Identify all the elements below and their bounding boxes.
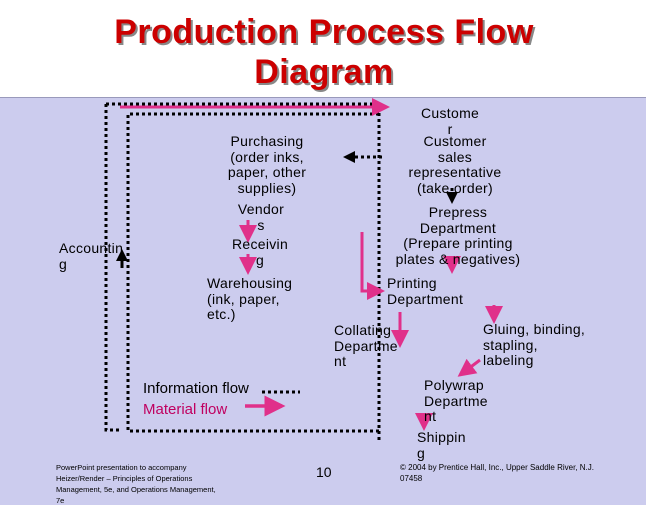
footer-credit: PowerPoint presentation to accompany Hei… bbox=[56, 463, 216, 505]
slide-title-line2: Diagram bbox=[254, 53, 394, 91]
node-customer-sales-rep: Customer sales representative (take orde… bbox=[408, 133, 502, 196]
node-warehousing: Warehousing (ink, paper, etc.) bbox=[207, 275, 293, 322]
node-purchasing: Purchasing (order inks, paper, other sup… bbox=[227, 133, 307, 196]
footer-copyright: © 2004 by Prentice Hall, Inc., Upper Sad… bbox=[400, 463, 594, 483]
node-collating: Collating Departme nt bbox=[334, 322, 398, 369]
slide-title-line1: Production Process Flow bbox=[114, 13, 534, 51]
info-flow-customer-loop bbox=[126, 112, 379, 433]
material-flow-warehousing-to-printing bbox=[360, 232, 385, 300]
info-flow-to-accounting bbox=[104, 104, 120, 432]
node-polywrap: Polywrap Departme nt bbox=[424, 377, 488, 424]
node-prepress: Prepress Department (Prepare printing pl… bbox=[395, 204, 521, 267]
node-customer: Custome r bbox=[421, 105, 480, 137]
page-number: 10 bbox=[316, 464, 332, 480]
node-gluing: Gluing, binding, stapling, labeling bbox=[483, 321, 586, 368]
node-accounting: Accountin g bbox=[59, 240, 124, 272]
node-vendors: Vendor s bbox=[237, 201, 285, 233]
node-receiving: Receivin g bbox=[231, 236, 289, 268]
diagram-panel bbox=[0, 97, 646, 505]
legend-information-flow: Information flow bbox=[143, 380, 249, 397]
legend-material-flow: Material flow bbox=[143, 401, 228, 418]
node-printing: Printing Department bbox=[387, 275, 464, 307]
material-flow-gluing-to-polywrap bbox=[457, 358, 481, 377]
node-shipping: Shippin g bbox=[417, 429, 466, 461]
